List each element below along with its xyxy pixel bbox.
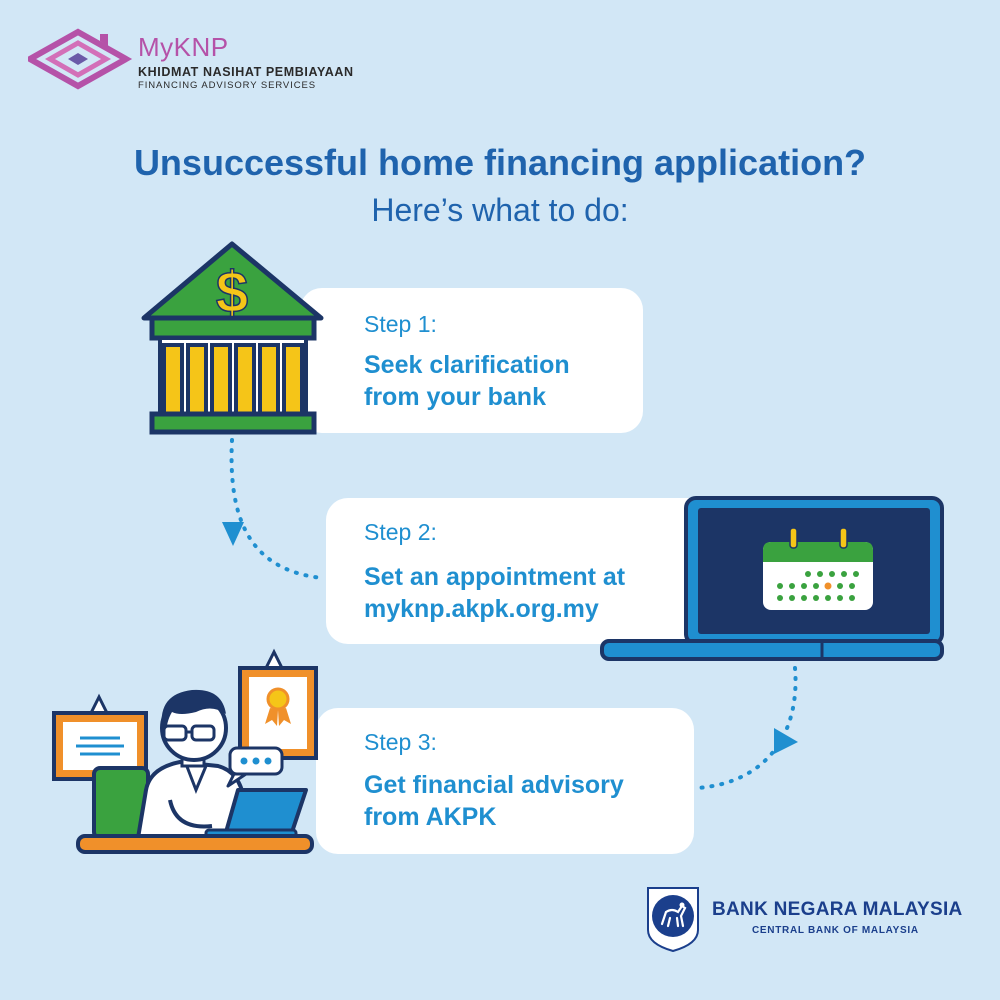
- step-2-label: Step 2:: [364, 519, 437, 545]
- svg-text:$: $: [216, 260, 248, 325]
- step-2-website-link[interactable]: myknp.akpk.org.my: [364, 595, 599, 623]
- page-headline: Unsuccessful home financing application?: [133, 142, 867, 183]
- myknp-logo: MyKNP KHIDMAT NASIHAT PEMBIAYAAN FINANCI…: [28, 28, 368, 98]
- advisor-icon: [52, 648, 318, 854]
- brand-subtitle-en: FINANCING ADVISORY SERVICES: [138, 80, 316, 91]
- step-3-text-line-2: from AKPK: [364, 803, 497, 831]
- step-1-label: Step 1:: [364, 311, 437, 337]
- brand-subtitle-ms: KHIDMAT NASIHAT PEMBIAYAAN: [138, 65, 354, 79]
- step-1-text-line-2: from your bank: [364, 383, 546, 411]
- step-3-card: [316, 708, 694, 854]
- bnm-subtitle: CENTRAL BANK OF MALAYSIA: [752, 925, 919, 936]
- flow-arrow-1: [222, 438, 324, 580]
- bnm-emblem-icon: [647, 887, 699, 953]
- step-1-text-line-1: Seek clarification: [364, 351, 570, 379]
- step-3-label: Step 3:: [364, 729, 437, 755]
- brand-name: MyKNP: [138, 32, 229, 62]
- bnm-name: BANK NEGARA MALAYSIA: [712, 899, 963, 920]
- flow-arrow-2: [696, 666, 798, 790]
- step-1-card: [300, 288, 643, 433]
- step-2-card: [326, 498, 720, 644]
- step-3-text-line-1: Get financial advisory: [364, 771, 624, 799]
- step-2-text-line-1: Set an appointment at: [364, 563, 626, 591]
- page-subheadline: Here’s what to do:: [371, 192, 629, 228]
- myknp-logo-icon: [28, 28, 133, 90]
- bank-icon: $: [141, 241, 324, 435]
- laptop-calendar-icon: [600, 496, 944, 661]
